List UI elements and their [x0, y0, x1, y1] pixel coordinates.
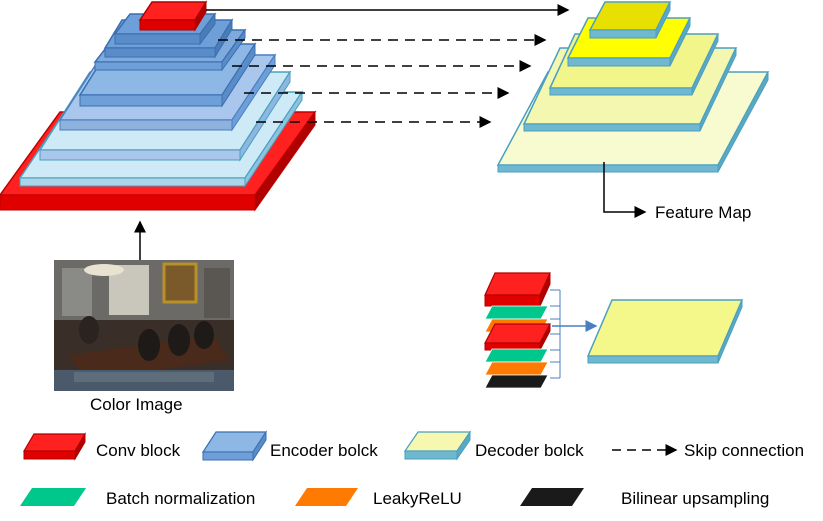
- legend-conv-label: Conv block: [96, 441, 181, 460]
- legend-decoder-swatch: [403, 430, 472, 461]
- detail-decoder-block: [586, 299, 744, 364]
- encoder-pyramid: [0, 0, 317, 212]
- legend-bilinear-swatch: [520, 488, 584, 506]
- legend-conv-swatch: [22, 432, 87, 461]
- input-color-image: [54, 260, 234, 391]
- legend-leaky-relu-swatch: [295, 488, 358, 506]
- detail-leaky-relu-2: [484, 361, 549, 376]
- legend: [20, 430, 678, 506]
- decoder-block-detail: [484, 272, 744, 389]
- legend-batch-norm-label: Batch normalization: [106, 489, 256, 508]
- detail-conv-2: [484, 323, 551, 351]
- encoder-conv-layer-top: [138, 0, 208, 32]
- legend-decoder-label: Decoder bolck: [475, 441, 584, 460]
- detail-batch-norm-1: [484, 305, 549, 320]
- legend-batch-norm-swatch: [20, 488, 86, 506]
- decoder-pyramid: [496, 1, 770, 173]
- feature-map-arrow: [603, 162, 647, 218]
- detail-bracket: [550, 289, 561, 379]
- detail-conv-1: [484, 272, 551, 307]
- legend-leaky-relu-label: LeakyReLU: [373, 489, 462, 508]
- detail-batch-norm-2: [484, 348, 549, 363]
- decoder-layer-top: [588, 1, 672, 39]
- legend-encoder-swatch: [201, 430, 268, 462]
- detail-bilinear-upsampling: [484, 374, 549, 389]
- skip-connections: [206, 4, 570, 128]
- legend-bilinear-label: Bilinear upsampling: [621, 489, 770, 508]
- legend-skip-label: Skip connection: [684, 441, 805, 460]
- color-image-label: Color Image: [90, 395, 183, 414]
- feature-map-label: Feature Map: [655, 203, 752, 222]
- legend-encoder-label: Encoder bolck: [270, 441, 378, 460]
